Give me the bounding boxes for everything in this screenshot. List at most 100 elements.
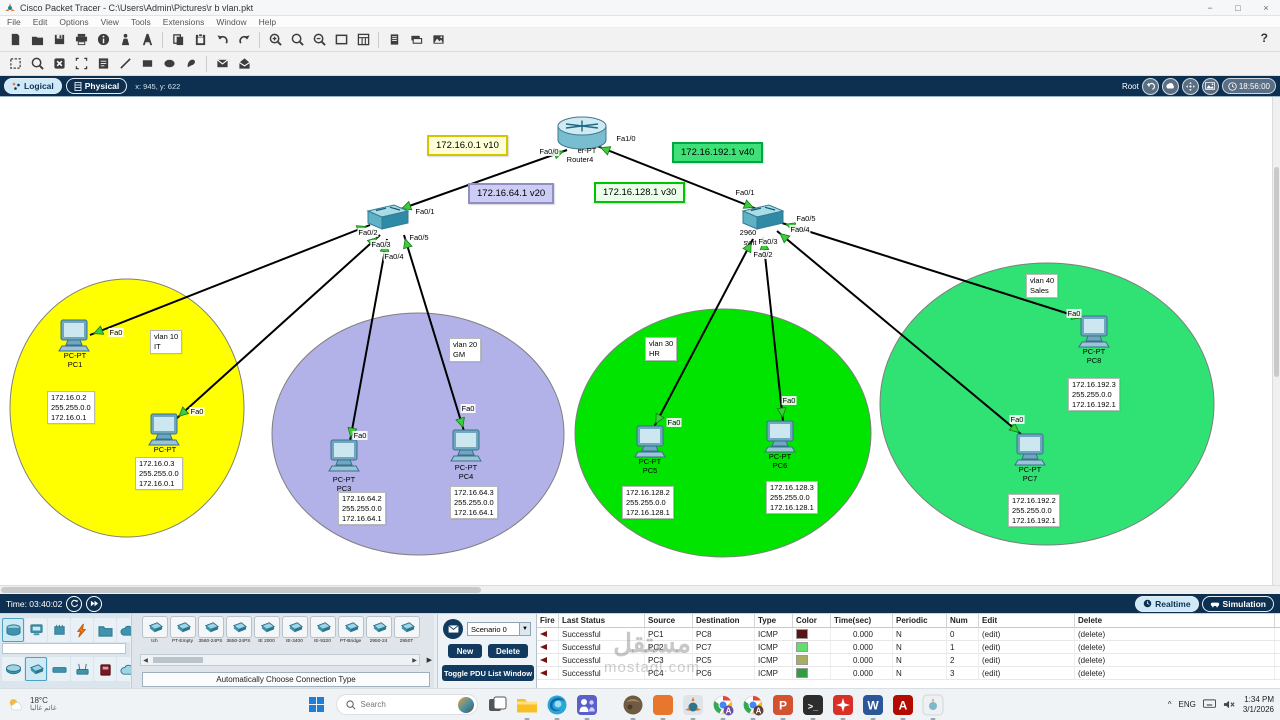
draw-line-icon[interactable] [114, 54, 136, 74]
delete-scenario-button[interactable]: Delete [488, 644, 528, 658]
fast-forward-icon[interactable] [86, 595, 103, 612]
taskbar-word-icon[interactable]: W [861, 693, 885, 720]
gateway-note[interactable]: 172.16.192.1 v40 [672, 142, 764, 163]
pdu-delete-link[interactable]: (delete) [1075, 641, 1275, 653]
redo-icon[interactable] [233, 30, 255, 50]
scenario-select[interactable]: Scenario 0 ▼ [467, 622, 531, 636]
device-pc6[interactable] [763, 419, 799, 460]
model-ie-2000[interactable]: IE 2000 [254, 616, 280, 644]
activity-wizard-icon[interactable] [114, 30, 136, 50]
background-image-icon[interactable] [1201, 77, 1219, 95]
device-pc5[interactable] [633, 424, 669, 465]
toggle-pdu-list-button[interactable]: Toggle PDU List Window [442, 665, 534, 681]
category-miscellaneous[interactable] [94, 618, 116, 642]
pdu-list-window-icon[interactable] [405, 30, 427, 50]
print-icon[interactable] [70, 30, 92, 50]
model-2950t[interactable]: 2950T [394, 616, 420, 644]
draw-rectangle-icon[interactable] [136, 54, 158, 74]
category-routers[interactable] [2, 657, 24, 681]
tab-realtime[interactable]: Realtime [1135, 595, 1199, 612]
device-pc3[interactable] [327, 438, 363, 479]
delete-icon[interactable] [48, 54, 70, 74]
taskbar-powerpoint-icon[interactable]: P [771, 693, 795, 720]
taskbar-chrome-profile-1-icon[interactable]: A [711, 693, 735, 720]
scenario-envelope-icon[interactable] [443, 619, 463, 639]
help-icon[interactable]: ? [1260, 31, 1268, 45]
taskbar-file-explorer-icon[interactable] [515, 693, 539, 720]
tab-logical[interactable]: Logical [4, 78, 62, 94]
draw-ellipse-icon[interactable] [158, 54, 180, 74]
scroll-left-icon[interactable]: ◀ [143, 657, 148, 664]
save-icon[interactable] [48, 30, 70, 50]
taskbar-acrobat-icon[interactable]: A [891, 693, 915, 720]
category-wireless-devices[interactable] [71, 657, 93, 681]
inspect-icon[interactable] [26, 54, 48, 74]
model-3650-24ps[interactable]: 3650-24PS [226, 616, 252, 644]
undo-icon[interactable] [211, 30, 233, 50]
environment-icon[interactable] [427, 30, 449, 50]
menu-file[interactable]: File [7, 16, 21, 27]
device-switch0[interactable] [364, 203, 411, 236]
model-3560-24ps[interactable]: 3560-24PS [198, 616, 224, 644]
font-tool-icon[interactable] [136, 30, 158, 50]
taskbar-teams-icon[interactable] [575, 693, 599, 720]
fire-icon[interactable] [540, 657, 547, 663]
command-log-icon[interactable] [383, 30, 405, 50]
taskbar-task-view-icon[interactable] [485, 693, 509, 717]
clock-date[interactable]: 1:34 PM 3/1/2026 [1243, 695, 1274, 715]
menu-options[interactable]: Options [59, 16, 89, 27]
device-pc7[interactable] [1013, 432, 1049, 473]
category-end-devices[interactable] [25, 618, 47, 642]
device-pc8[interactable] [1077, 314, 1113, 355]
new-scenario-button[interactable]: New [448, 644, 482, 658]
select-icon[interactable] [4, 54, 26, 74]
scroll-right-icon[interactable]: ▶ [412, 657, 417, 664]
category-hubs[interactable] [48, 657, 70, 681]
fire-icon[interactable] [540, 644, 547, 650]
palette-expand-icon[interactable]: ▶ [426, 657, 432, 664]
pdu-edit-link[interactable]: (edit) [979, 654, 1075, 666]
draw-freeform-icon[interactable] [180, 54, 202, 74]
gateway-note[interactable]: 172.16.64.1 v20 [468, 183, 555, 204]
close-icon[interactable]: × [1263, 2, 1269, 13]
pdu-edit-link[interactable]: (edit) [979, 667, 1075, 679]
open-file-icon[interactable] [26, 30, 48, 50]
taskbar-packet-tracer-2-icon[interactable] [921, 693, 945, 720]
taskbar-sphere-app-icon[interactable] [621, 693, 645, 720]
place-note-icon[interactable] [92, 54, 114, 74]
tab-simulation[interactable]: Simulation [1201, 595, 1274, 612]
minimize-icon[interactable]: − [1207, 2, 1213, 13]
taskbar-chrome-profile-2-icon[interactable]: A [741, 693, 765, 720]
fire-icon[interactable] [540, 670, 547, 676]
model-pt-bridge[interactable]: PT-Bridge [338, 616, 364, 644]
menu-view[interactable]: View [100, 16, 119, 27]
add-simple-pdu-icon[interactable] [211, 54, 233, 74]
model-2950-24[interactable]: 2950-24 [366, 616, 392, 644]
resize-shape-icon[interactable] [70, 54, 92, 74]
power-cycle-icon[interactable] [66, 595, 83, 612]
category-security[interactable] [94, 657, 116, 681]
taskbar-red-app-icon[interactable] [831, 693, 855, 720]
taskbar-orange-app-icon[interactable] [651, 693, 675, 720]
custom-devices-dialog-icon[interactable] [352, 30, 374, 50]
language-indicator[interactable]: ENG [1178, 700, 1196, 709]
model-pt-empty[interactable]: PT-Empty [170, 616, 196, 644]
model-ie-3400[interactable]: IE-3400 [282, 616, 308, 644]
drawing-palette-icon[interactable] [330, 30, 352, 50]
model-scrollbar[interactable]: ◀ ▶ [140, 654, 420, 666]
menu-extensions[interactable]: Extensions [162, 16, 205, 27]
menu-window[interactable]: Window [216, 16, 247, 27]
menu-tools[interactable]: Tools [130, 16, 151, 27]
